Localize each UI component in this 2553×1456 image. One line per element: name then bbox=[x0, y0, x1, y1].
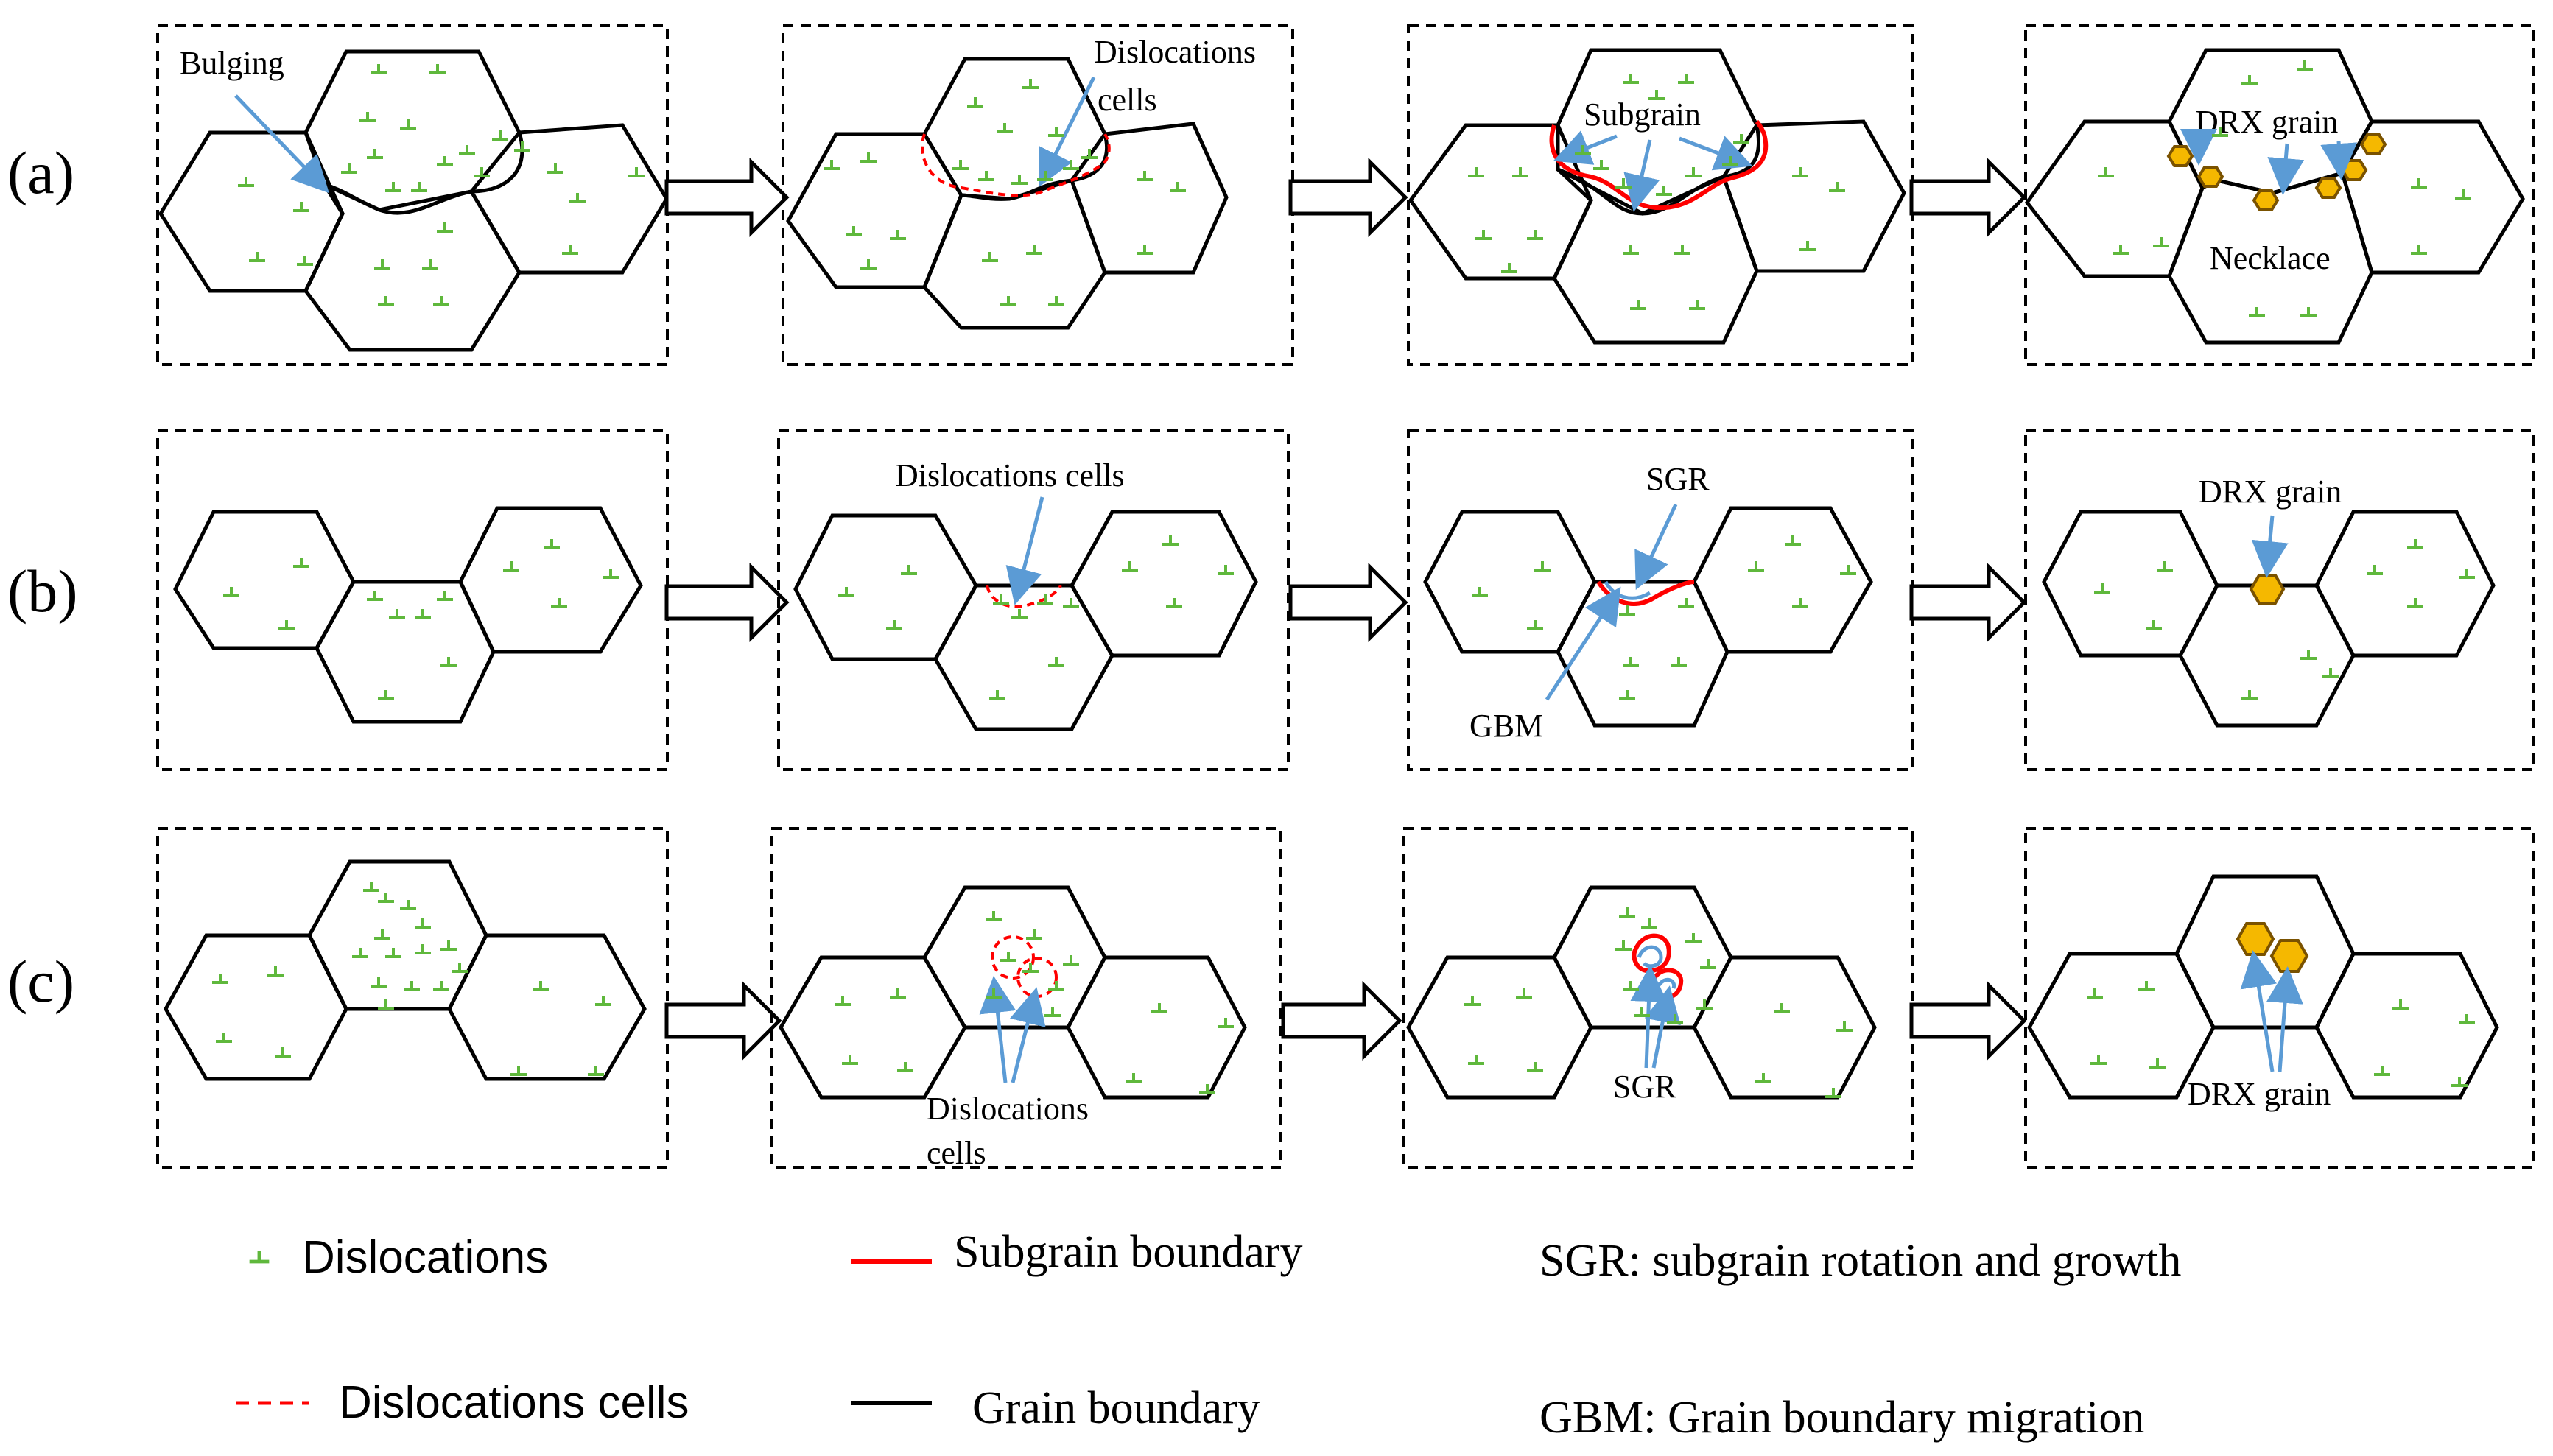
legend-dislocations: Dislocations bbox=[302, 1232, 548, 1283]
arrow-b3 bbox=[1909, 562, 2027, 643]
panel-b2-dislocations bbox=[837, 534, 1235, 700]
arrow-a1 bbox=[664, 157, 790, 238]
panel-b1 bbox=[156, 429, 669, 771]
panel-b3-dislocations bbox=[1470, 534, 1858, 700]
legend: Dislocations Dislocations cells Subgrain… bbox=[236, 1227, 2181, 1443]
row-c: Dislocations cells bbox=[156, 827, 2535, 1171]
necklace-label: Necklace bbox=[2210, 240, 2331, 276]
panel-b3: SGR GBM bbox=[1407, 429, 1914, 771]
row-a-label: (a) bbox=[7, 139, 74, 206]
arrow-a3 bbox=[1909, 157, 2027, 238]
row-b-label: (b) bbox=[7, 558, 78, 625]
panel-a2: Dislocations cells bbox=[782, 24, 1294, 366]
legend-dislocation-cells: Dislocations cells bbox=[339, 1377, 689, 1428]
panel-c1-dislocations bbox=[211, 880, 613, 1076]
panel-a3: Subgrain bbox=[1407, 24, 1914, 366]
c2-dislocation-cells-label-2: cells bbox=[927, 1135, 986, 1171]
legend-grain-boundary: Grain boundary bbox=[972, 1383, 1260, 1433]
arrow-b2 bbox=[1288, 562, 1408, 643]
c4-drx-grain-label: DRX grain bbox=[2188, 1076, 2331, 1112]
panel-a1-dislocations bbox=[236, 63, 646, 306]
panel-b1-dislocations bbox=[222, 538, 620, 700]
panel-c4: DRX grain bbox=[2024, 827, 2535, 1169]
panel-c1 bbox=[156, 827, 669, 1169]
b4-drx-grain-label: DRX grain bbox=[2199, 474, 2342, 510]
arrow-a2 bbox=[1288, 157, 1408, 238]
legend-subgrain-boundary: Subgrain boundary bbox=[954, 1227, 1303, 1277]
legend-gbm: GBM: Grain boundary migration bbox=[1539, 1393, 2144, 1443]
arrow-c1 bbox=[664, 980, 782, 1061]
a2-dislocation-cells-label-2: cells bbox=[1098, 82, 1157, 118]
b3-sgr-label: SGR bbox=[1646, 461, 1710, 497]
b3-gbm-label: GBM bbox=[1469, 708, 1543, 744]
panel-c2: Dislocations cells bbox=[770, 827, 1282, 1171]
c2-dislocation-cells-label-1: Dislocations bbox=[927, 1091, 1089, 1127]
bulging-label: Bulging bbox=[180, 45, 284, 81]
row-c-label: (c) bbox=[7, 948, 74, 1015]
c3-sgr-label: SGR bbox=[1613, 1069, 1676, 1105]
legend-dislocation-icon bbox=[250, 1251, 270, 1262]
panel-b2: Dislocations cells bbox=[777, 429, 1290, 771]
row-b: Dislocations cells bbox=[156, 429, 2535, 771]
panel-a1: Bulging bbox=[156, 24, 669, 366]
arrow-c3 bbox=[1909, 980, 2027, 1061]
a2-dislocation-cells-label-1: Dislocations bbox=[1094, 34, 1256, 70]
legend-sgr: SGR: subgrain rotation and growth bbox=[1539, 1236, 2181, 1286]
arrow-c2 bbox=[1281, 980, 1402, 1061]
panel-b4-dislocations bbox=[2093, 538, 2476, 700]
panel-a4: DRX grain Necklace bbox=[2024, 24, 2535, 366]
panel-b4: DRX grain bbox=[2024, 429, 2535, 771]
row-a: Bulging bbox=[156, 24, 2535, 366]
subgrain-label: Subgrain bbox=[1584, 96, 1701, 133]
panel-c3: SGR bbox=[1402, 827, 1914, 1169]
b2-dislocation-cells-label: Dislocations cells bbox=[895, 457, 1125, 493]
arrow-b1 bbox=[664, 562, 790, 643]
